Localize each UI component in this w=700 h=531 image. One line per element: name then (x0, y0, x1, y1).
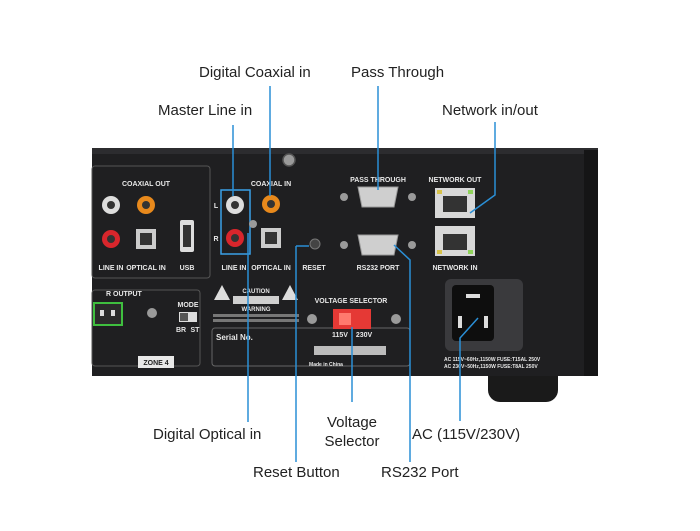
certification-marks (314, 346, 386, 355)
foot (488, 376, 558, 402)
warning-label: WARNING (242, 307, 271, 313)
voltage-230-label: 230V (356, 332, 373, 339)
callout-reset-button: Reset Button (253, 464, 340, 481)
reset-button-icon (309, 238, 321, 250)
top-screw-icon (282, 153, 296, 167)
line-in-label: LINE IN (222, 265, 247, 272)
voltage-screw-left-icon (307, 314, 317, 324)
caution-plate (233, 296, 279, 304)
voltage-switch (333, 309, 371, 329)
network-in-label: NETWORK IN (432, 265, 477, 272)
callout-voltage-selector-line2: Selector (324, 433, 380, 450)
mode-label: MODE (178, 302, 199, 309)
coaxial-out-label: COAXIAL OUT (122, 181, 171, 188)
zone-badge (138, 356, 174, 368)
ac-rating-line-2: AC 230V~50Hz,1150W FUSE:T8AL 250V (444, 364, 538, 370)
caution-triangle-left-icon (214, 285, 230, 300)
optical-in-label-left: OPTICAL IN (126, 265, 166, 272)
ac-inlet (452, 285, 494, 341)
pass-through-port (357, 186, 399, 208)
callout-lines (232, 86, 496, 462)
network-out-label: NETWORK OUT (429, 177, 483, 184)
pass-through-screw-left-icon (340, 193, 348, 201)
mode-st-label: ST (191, 327, 201, 334)
pass-through-screw-right-icon (408, 193, 416, 201)
callout-master-line-in: Master Line in (158, 102, 253, 119)
coaxial-in-label: COAXIAL IN (251, 181, 291, 188)
zone-screw-icon (147, 308, 157, 318)
left-section-frame (91, 165, 211, 279)
line-in-l-label: L (214, 203, 219, 210)
rs232-port (357, 234, 399, 256)
optical-in-label: OPTICAL IN (251, 265, 291, 272)
coaxial-screw-icon (249, 220, 257, 228)
caution-label: CAUTION (242, 289, 269, 295)
voltage-115-label: 115V (332, 332, 348, 339)
rs232-port-label: RS232 PORT (357, 265, 401, 272)
warning-text-line-2 (213, 319, 299, 322)
output-label: R OUTPUT (106, 291, 143, 298)
serial-no-label: Serial No. (216, 333, 253, 342)
callout-voltage-selector-line1: Voltage (326, 414, 378, 431)
callout-digital-coaxial-in: Digital Coaxial in (199, 64, 311, 81)
voltage-selector-label: VOLTAGE SELECTOR (315, 298, 388, 305)
line-in-r-label: R (213, 236, 218, 243)
warning-text-line-1 (213, 314, 299, 317)
callout-rs232-port: RS232 Port (381, 464, 459, 481)
zone-label: ZONE 4 (143, 360, 168, 367)
line-in-label-left: LINE IN (99, 265, 124, 272)
caution-triangle-right-icon (282, 285, 298, 300)
panel-right-edge (584, 150, 598, 376)
output-terminal (93, 302, 123, 326)
reset-label: RESET (302, 265, 326, 272)
rs232-screw-left-icon (340, 241, 348, 249)
callout-pass-through: Pass Through (351, 64, 445, 81)
callout-digital-optical-in: Digital Optical in (153, 426, 262, 443)
usb-label: USB (180, 265, 195, 272)
voltage-screw-right-icon (391, 314, 401, 324)
ac-rating-line-1: AC 115V~60Hz,1150W FUSE:T15AL 250V (444, 357, 541, 363)
callout-ac: AC (115V/230V) (412, 426, 521, 443)
mode-br-label: BR (176, 327, 186, 334)
made-in-label: Made in China (309, 362, 343, 368)
callout-network-in-out: Network in/out (442, 102, 538, 119)
panel-top-edge (92, 148, 598, 154)
rs232-screw-right-icon (408, 241, 416, 249)
